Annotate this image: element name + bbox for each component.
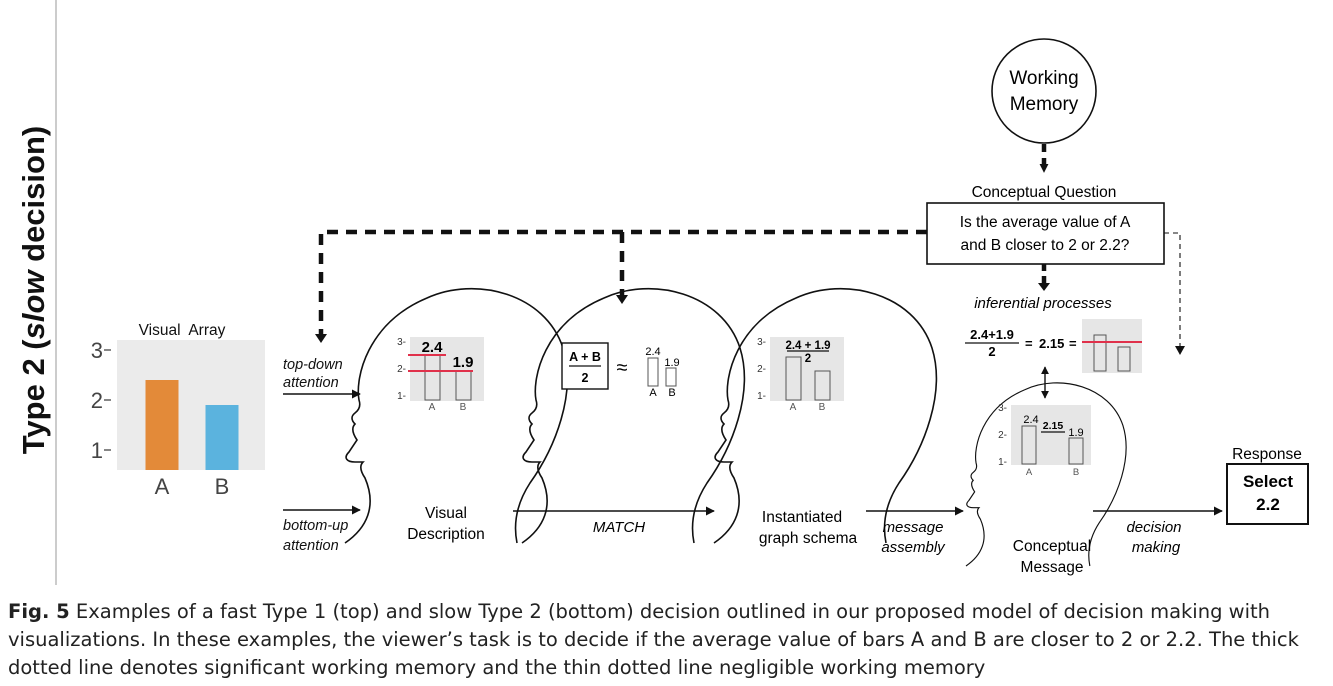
match-arrowhead	[616, 295, 628, 304]
svg-text:1.9: 1.9	[453, 354, 474, 371]
svg-text:2.4: 2.4	[422, 339, 444, 356]
svg-text:A: A	[429, 402, 436, 413]
visual-description-label-2: Description	[407, 526, 485, 543]
message-assembly-label-2: assembly	[881, 539, 946, 556]
schema-label-2: graph schema	[759, 530, 858, 547]
match-content: A + B 2 ≈ 2.4 1.9 A B	[561, 342, 680, 399]
svg-text:2.4: 2.4	[645, 346, 660, 358]
bar-b	[205, 405, 239, 470]
svg-text:≈: ≈	[617, 357, 628, 379]
head-schema	[713, 287, 938, 544]
svg-text:A + B: A + B	[569, 350, 601, 364]
thin-dash-arrowhead	[1175, 346, 1185, 355]
bar-a	[145, 380, 179, 470]
working-memory-label: Working	[1009, 68, 1078, 89]
caption-label: Fig. 5	[8, 600, 70, 623]
inference-frac-den: 2	[988, 344, 995, 359]
figure: Type 2 (slow decision) Visual Array 123 …	[16, 0, 1309, 585]
svg-text:2-: 2-	[397, 364, 406, 375]
head-match	[521, 287, 746, 544]
response-line-1: Select	[1243, 472, 1293, 491]
caption-text: Examples of a fast Type 1 (top) and slow…	[8, 600, 1299, 679]
bottom-up-label: bottom-up	[283, 518, 348, 534]
svg-text:A: A	[1026, 467, 1033, 478]
svg-text:B: B	[668, 387, 675, 399]
svg-text:2: 2	[582, 371, 589, 385]
match-label: MATCH	[593, 519, 645, 536]
svg-text:3-: 3-	[998, 403, 1007, 414]
visual-array-y-axis: 1 2 3	[91, 338, 111, 463]
svg-text:A: A	[790, 402, 797, 413]
conceptual-question-title: Conceptual Question	[972, 184, 1117, 201]
attention-label-1: attention	[283, 375, 339, 391]
working-memory-circle	[991, 38, 1097, 144]
figure-caption: Fig. 5 Examples of a fast Type 1 (top) a…	[8, 598, 1326, 682]
conceptual-message-label: Conceptual	[1013, 538, 1091, 555]
y-tick-label: 2	[91, 388, 103, 413]
visual-description-chart: 3- 2- 1- 2.4 1.9 A B	[397, 337, 484, 413]
svg-text:1.9: 1.9	[664, 357, 679, 369]
inference-title: inferential processes	[974, 295, 1112, 312]
inference-chart	[1082, 319, 1142, 373]
svg-text:2.4: 2.4	[1023, 414, 1038, 426]
inference-eq-2: =	[1069, 336, 1077, 351]
thin-dash	[1164, 232, 1181, 348]
inference-result: 2.15	[1039, 336, 1064, 351]
inference-arrowhead	[1038, 283, 1050, 291]
top-down-thick-dash	[318, 229, 927, 335]
conceptual-question-box	[926, 202, 1165, 265]
svg-text:2-: 2-	[757, 364, 766, 375]
response-line-2: 2.2	[1256, 495, 1280, 514]
schema-chart: 3- 2- 1- 2.4 + 1.9 2 A B	[757, 337, 844, 413]
conceptual-message-chart: 3- 2- 1- 2.4 2.15 1.9 A B	[998, 403, 1091, 478]
conceptual-message-label-2: Message	[1021, 559, 1084, 576]
panel-label: Type 2 (slow decision)	[16, 126, 51, 454]
svg-text:1-: 1-	[757, 391, 766, 402]
top-down-arrowhead	[315, 334, 327, 343]
conceptual-question-text-2: and B closer to 2 or 2.2?	[961, 237, 1130, 254]
svg-text:3-: 3-	[757, 337, 766, 348]
svg-text:2: 2	[805, 353, 811, 365]
x-tick-label: A	[155, 474, 170, 499]
inference-frac-num: 2.4+1.9	[970, 327, 1014, 342]
visual-array-background	[117, 340, 265, 470]
svg-text:1-: 1-	[397, 391, 406, 402]
svg-text:A: A	[649, 387, 657, 399]
svg-text:2.4 + 1.9: 2.4 + 1.9	[785, 340, 830, 352]
visual-array-title: Visual Array	[139, 322, 226, 339]
schema-label: Instantiated	[762, 509, 842, 526]
response-box	[1226, 463, 1309, 525]
svg-text:1.9: 1.9	[1068, 427, 1083, 439]
message-assembly-label: message	[883, 519, 944, 536]
x-tick-label: B	[215, 474, 230, 499]
top-down-label: top-down	[283, 357, 343, 373]
y-tick-label: 3	[91, 338, 103, 363]
inference-eq-1: =	[1025, 336, 1033, 351]
attention-label-2: attention	[283, 538, 339, 554]
svg-text:B: B	[1073, 467, 1079, 478]
visual-description-label: Visual	[425, 505, 467, 522]
svg-text:2.15: 2.15	[1043, 420, 1064, 432]
svg-text:3-: 3-	[397, 337, 406, 348]
decision-label: decision	[1126, 519, 1181, 536]
working-memory-label-2: Memory	[1010, 94, 1079, 115]
decision-label-2: making	[1132, 539, 1181, 556]
svg-text:B: B	[460, 402, 467, 413]
svg-text:B: B	[819, 402, 826, 413]
conceptual-question-text-1: Is the average value of A	[960, 214, 1131, 231]
svg-text:2-: 2-	[998, 430, 1007, 441]
response-title: Response	[1232, 446, 1302, 463]
y-tick-label: 1	[91, 438, 103, 463]
svg-text:1-: 1-	[998, 457, 1007, 468]
